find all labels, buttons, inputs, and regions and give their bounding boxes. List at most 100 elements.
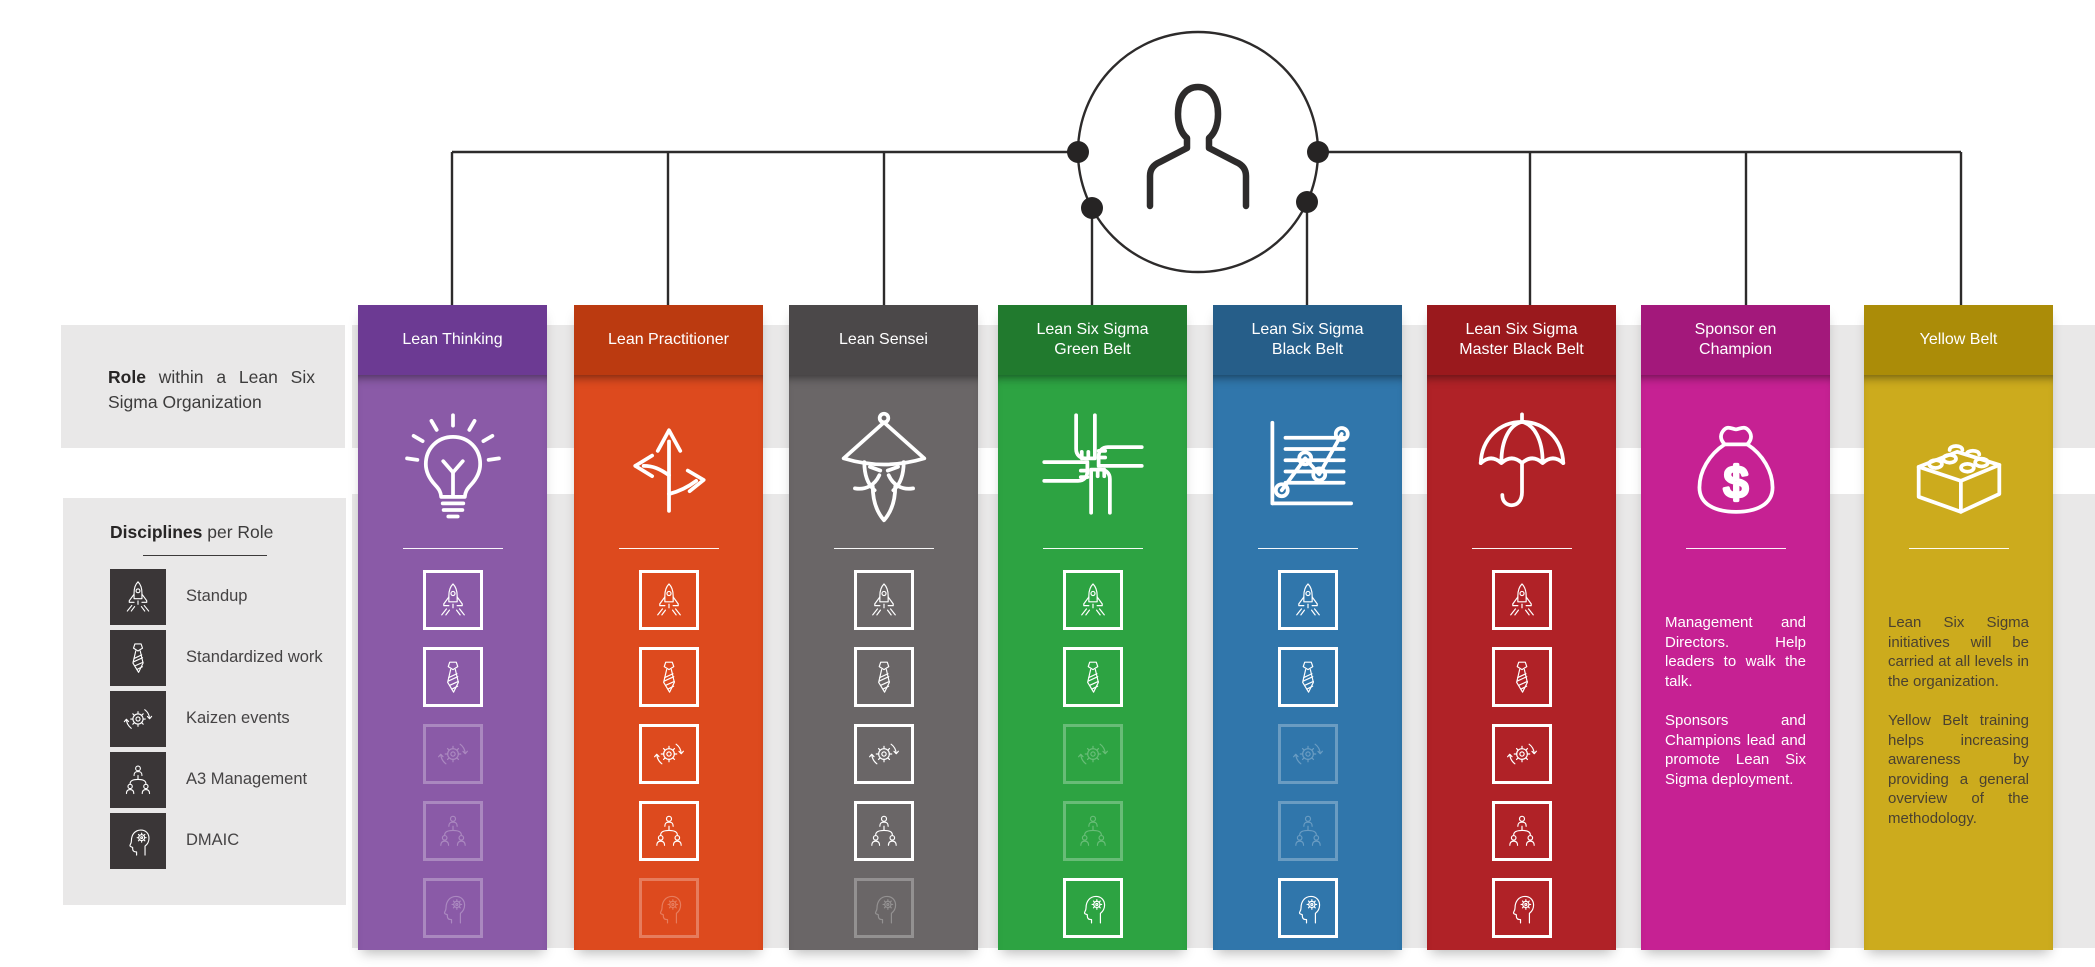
disciplines-list: Standup Standardized work Kaizen events … [63,569,346,869]
discipline-boxes [638,570,699,938]
separator [1042,548,1143,549]
discipline-box-standardized-work [422,647,483,707]
column-title: Yellow Belt [1919,331,1998,348]
discipline-label: A3 Management [186,770,308,789]
column-header: Lean Six Sigma Green Belt [998,305,1187,375]
discipline-box-dmaic [1491,878,1552,938]
discipline-box-a3-management [1062,801,1123,861]
discipline-box-kaizen-events [1491,724,1552,784]
discipline-box-standup [638,570,699,630]
separator [833,548,934,549]
column-body [358,375,547,950]
disciplines-legend-box: Disciplines per Role Standup Standardize… [63,498,346,905]
separator [402,548,503,549]
lego-brick-icon [1899,404,2019,524]
discipline-box-standup [1491,570,1552,630]
sensei-icon [824,404,944,524]
column-header: Yellow Belt [1864,305,2053,375]
column-green-belt: Lean Six Sigma Green Belt [998,305,1187,950]
role-description-paragraph: Lean Six Sigma initiatives will be carri… [1888,614,2029,690]
discipline-box-standardized-work [1491,647,1552,707]
discipline-box-standardized-work [853,647,914,707]
column-lean-practitioner: Lean Practitioner [574,305,763,950]
discipline-tile [110,630,166,686]
discipline-box-standup [422,570,483,630]
a3-people-icon [650,812,688,850]
disciplines-title-underline [142,555,267,556]
discipline-label: Kaizen events [186,709,290,728]
separator [1471,548,1572,549]
discipline-box-dmaic [1062,878,1123,938]
discipline-tile [110,569,166,625]
disciplines-legend-title: Disciplines per Role [110,522,274,542]
discipline-box-a3-management [1277,801,1338,861]
discipline-box-kaizen-events [1062,724,1123,784]
column-lean-thinking: Lean Thinking [358,305,547,950]
tie-icon [1074,658,1112,696]
column-title: Lean Six Sigma Black Belt [1251,321,1364,358]
column-header: Sponsor en Champion [1641,305,1830,375]
lightbulb-icon [393,404,513,524]
list-item: Standup [110,569,346,625]
teamwork-hands-icon [1033,404,1153,524]
column-title: Lean Thinking [402,331,503,348]
rocket-icon [434,581,472,619]
discipline-boxes [1491,570,1552,938]
tie-icon [650,658,688,696]
discipline-label: DMAIC [186,831,240,850]
discipline-box-kaizen-events [638,724,699,784]
kaizen-cycle-icon [1289,735,1327,773]
discipline-box-dmaic [1277,878,1338,938]
head-gear-icon [1289,889,1327,927]
column-title: Lean Six Sigma Green Belt [1036,321,1149,358]
column-title: Lean Sensei [839,331,928,348]
tie-icon [865,658,903,696]
list-item: DMAIC [110,813,346,869]
role-description: Management and Directors. Help leaders t… [1641,613,1830,809]
column-body [1213,375,1402,950]
a3-people-icon [1503,812,1541,850]
money-bag-icon [1676,404,1796,524]
tie-icon [434,658,472,696]
discipline-boxes [1277,570,1338,938]
discipline-box-a3-management [853,801,914,861]
rocket-icon [1074,581,1112,619]
role-icon [1899,375,2019,548]
person-icon [1146,83,1250,210]
column-header: Lean Practitioner [574,305,763,375]
discipline-box-a3-management [638,801,699,861]
role-legend-text: Role within a Lean Six Sigma Organizatio… [108,367,315,412]
role-icon [1676,375,1796,548]
a3-people-icon [1074,812,1112,850]
column-header: Lean Six Sigma Black Belt [1213,305,1402,375]
discipline-boxes [422,570,483,938]
kaizen-cycle-icon [865,735,903,773]
head-gear-icon [650,889,688,927]
role-icon [609,375,729,548]
column-header: Lean Six Sigma Master Black Belt [1427,305,1616,375]
kaizen-cycle-icon [434,735,472,773]
discipline-box-standup [853,570,914,630]
column-body [998,375,1187,950]
head-gear-icon [1074,889,1112,927]
discipline-tile [110,691,166,747]
column-header: Lean Sensei [789,305,978,375]
role-icon [393,375,513,548]
separator [1908,548,2009,549]
role-icon [1248,375,1368,548]
column-body [789,375,978,950]
kaizen-cycle-icon [1074,735,1112,773]
growth-chart-icon [1248,404,1368,524]
a3-people-icon [865,812,903,850]
role-legend-box: Role within a Lean Six Sigma Organizatio… [61,325,345,448]
list-item: A3 Management [110,752,346,808]
discipline-label: Standardized work [186,648,323,667]
discipline-box-dmaic [638,878,699,938]
column-title: Sponsor en Champion [1694,321,1777,358]
list-item: Kaizen events [110,691,346,747]
head-gear-icon [434,889,472,927]
kaizen-cycle-icon [1503,735,1541,773]
column-sponsor-champion: Sponsor en Champion Management and Direc… [1641,305,1830,950]
